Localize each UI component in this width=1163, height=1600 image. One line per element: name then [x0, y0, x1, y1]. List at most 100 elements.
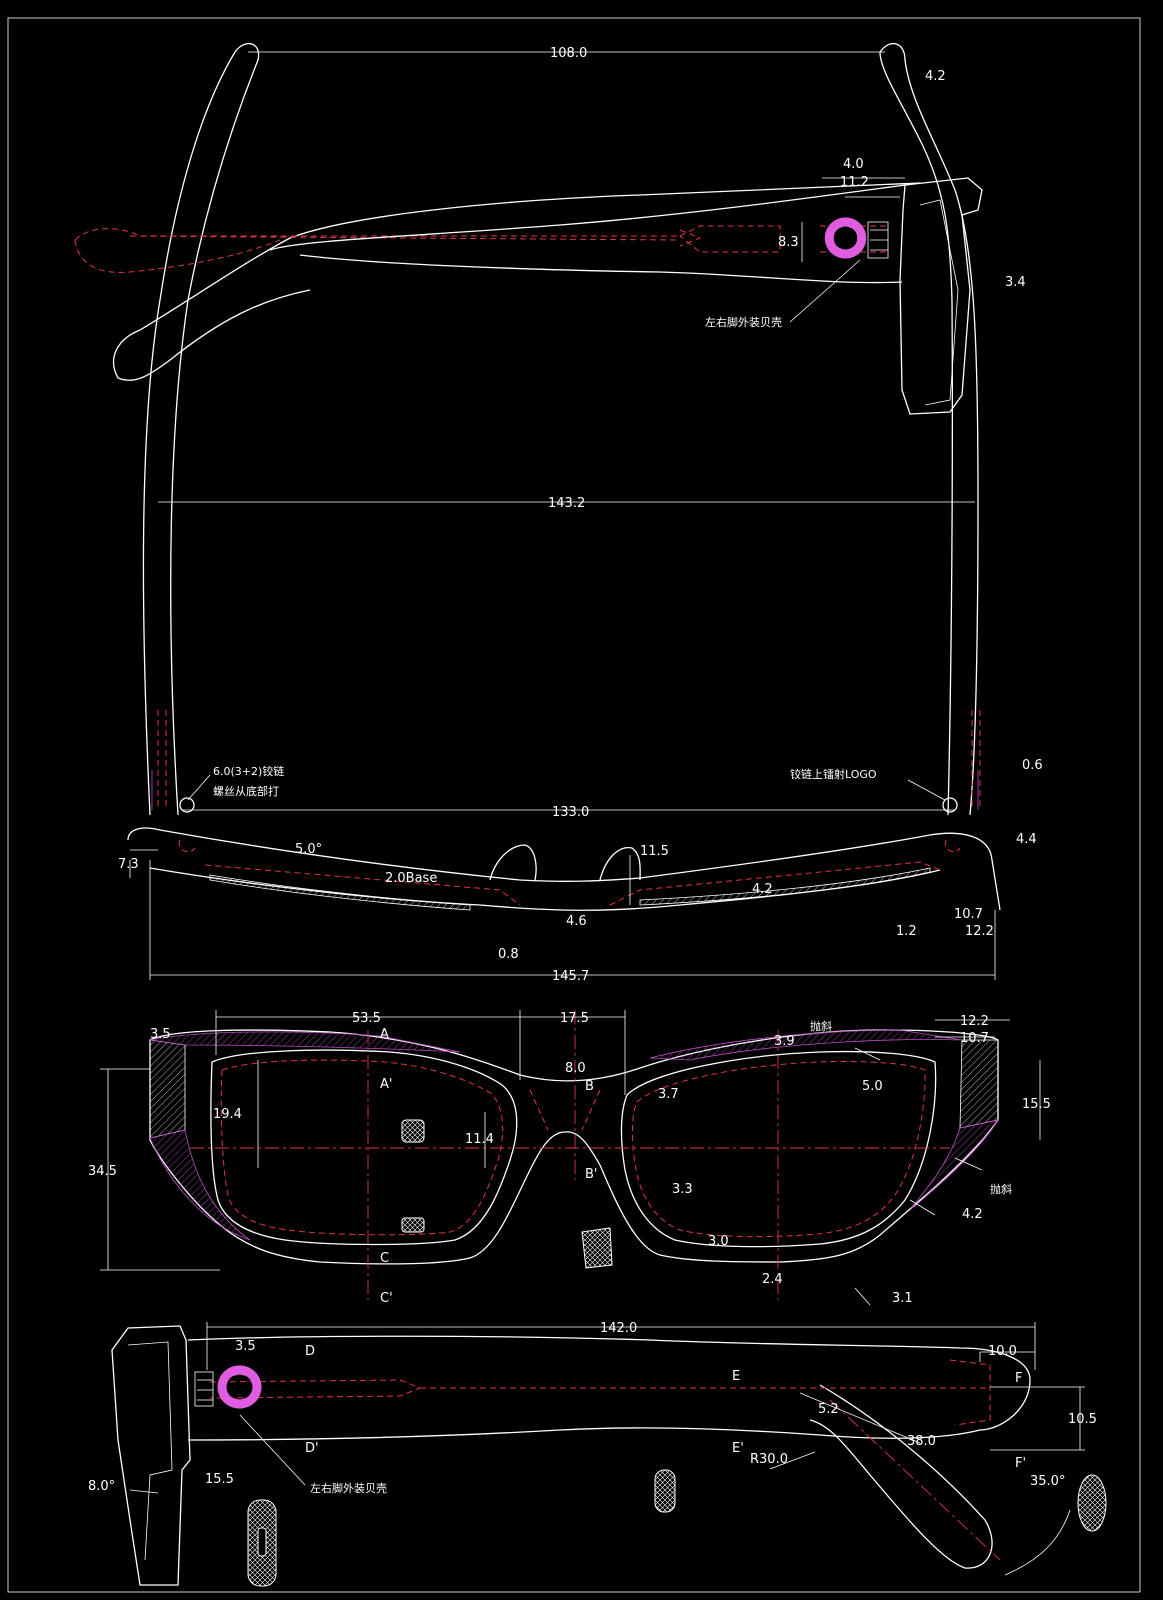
- dim-3-9: 3.9: [774, 1034, 795, 1049]
- dim-10-7: 10.7: [954, 907, 983, 922]
- dim-3-0: 3.0: [708, 1234, 729, 1249]
- dim-3-5-side: 3.5: [235, 1339, 256, 1354]
- dim-5-0-deg: 5.0°: [295, 842, 322, 857]
- note-bevel-side: 抛斜: [990, 1182, 1012, 1196]
- dim-10-0: 10.0: [988, 1344, 1017, 1359]
- section-b: [581, 1227, 613, 1269]
- dim-3-1: 3.1: [892, 1291, 913, 1306]
- note-hinge-left-1: 6.0(3+2)铰链: [213, 764, 284, 778]
- dim-0-8: 0.8: [498, 947, 519, 962]
- dim-3-4: 3.4: [1005, 275, 1026, 290]
- note-bevel-top: 抛斜: [810, 1019, 832, 1033]
- dim-5-0-front: 5.0: [862, 1079, 883, 1094]
- nose-pad-left: [489, 844, 537, 881]
- front-rim-top-view: [127, 827, 1001, 911]
- nose-pad-right: [599, 847, 641, 881]
- dim-38-0: 38.0: [907, 1434, 936, 1449]
- dim-4-0: 4.0: [843, 157, 864, 172]
- label-e-prime: E': [732, 1441, 744, 1456]
- dim-r30: R30.0: [750, 1452, 788, 1467]
- note-shell-side: 左右脚外装贝壳: [310, 1481, 387, 1495]
- dim-4-4: 4.4: [1016, 832, 1037, 847]
- dim-11-5: 11.5: [640, 844, 669, 859]
- dim-108: 108.0: [550, 46, 587, 61]
- label-f: F: [1015, 1371, 1022, 1386]
- section-a: [401, 1119, 425, 1143]
- dim-4-2-temple: 4.2: [925, 69, 946, 84]
- dim-133: 133.0: [552, 805, 589, 820]
- dim-7-3: 7.3: [118, 857, 139, 872]
- label-c-prime: C': [380, 1291, 393, 1306]
- dim-3-3: 3.3: [672, 1182, 693, 1197]
- dim-15-5-side: 15.5: [205, 1472, 234, 1487]
- side-view: [111, 1325, 1107, 1587]
- right-hinge-block: [899, 177, 983, 415]
- dim-10-7-front: 10.7: [960, 1031, 989, 1046]
- dim-8-0-deg: 8.0°: [88, 1479, 115, 1494]
- dim-8-3: 8.3: [778, 235, 799, 250]
- dim-8-0-front: 8.0: [565, 1061, 586, 1076]
- dim-145-7: 145.7: [552, 969, 589, 984]
- label-a: A: [380, 1027, 389, 1042]
- dim-4-6: 4.6: [566, 914, 587, 929]
- dim-2-0-base: 2.0Base: [385, 871, 437, 886]
- note-hinge-right: 铰链上镭射LOGO: [790, 767, 877, 781]
- label-b-prime: B': [585, 1167, 598, 1182]
- left-temple-outline: [142, 42, 260, 816]
- dim-35-deg: 35.0°: [1030, 1474, 1065, 1489]
- label-c: C: [380, 1251, 389, 1266]
- front-block-side: [111, 1325, 191, 1586]
- note-shell-top: 左右脚外装贝壳: [705, 315, 782, 329]
- right-temple-outline: [879, 42, 979, 816]
- cc-logo-top: [824, 217, 867, 259]
- hinge-screw-right: [942, 797, 958, 813]
- label-e: E: [732, 1369, 740, 1384]
- dim-142: 142.0: [600, 1321, 637, 1336]
- dim-5-2: 5.2: [818, 1402, 839, 1417]
- section-e: [654, 1469, 676, 1513]
- cc-logo-side: [217, 1365, 262, 1409]
- temple-side: [187, 1335, 1031, 1441]
- dim-1-2: 1.2: [896, 924, 917, 939]
- dim-12-2-front: 12.2: [960, 1014, 989, 1029]
- dim-4-2-front: 4.2: [752, 882, 773, 897]
- left-endpiece-hatch: [149, 1039, 186, 1139]
- top-view-labels: 108.0 4.2 4.0 11.2 8.3 3.4 左右脚外装贝壳 143.2…: [118, 46, 1043, 984]
- note-hinge-left-2: 螺丝从底部打: [213, 784, 279, 798]
- drawing-frame: [7, 17, 1141, 1593]
- dim-3-5-front: 3.5: [150, 1027, 171, 1042]
- dim-53-5: 53.5: [352, 1011, 381, 1026]
- dim-19-4: 19.4: [213, 1107, 242, 1122]
- right-lens: [620, 1050, 937, 1248]
- dim-2-4: 2.4: [762, 1272, 783, 1287]
- label-b: B: [585, 1079, 594, 1094]
- side-view-labels: 142.0 3.5 D 10.0 E F 5.2 10.5 38.0 D' E'…: [88, 1321, 1097, 1495]
- hinge-screw-left: [179, 797, 195, 813]
- dim-10-5: 10.5: [1068, 1412, 1097, 1427]
- dim-143-2: 143.2: [548, 496, 585, 511]
- dim-15-5-front: 15.5: [1022, 1097, 1051, 1112]
- dim-0-6: 0.6: [1022, 758, 1043, 773]
- dim-3-7: 3.7: [658, 1087, 679, 1102]
- leader-lines: [187, 259, 983, 1486]
- dim-11-4: 11.4: [465, 1132, 494, 1147]
- label-d-prime: D': [305, 1441, 319, 1456]
- section-c: [401, 1217, 425, 1233]
- label-f-prime: F': [1015, 1456, 1026, 1471]
- left-lens: [210, 1049, 518, 1246]
- label-a-prime: A': [380, 1077, 392, 1092]
- front-view: [149, 1010, 999, 1300]
- left-temple-folded-tip: [113, 182, 921, 379]
- temple-bent-tip: [809, 1384, 993, 1569]
- dimension-lines: [100, 51, 1085, 1576]
- top-view: [74, 42, 1001, 911]
- frame-front-outer: [149, 1029, 999, 1265]
- right-endpiece-hatch: [959, 1039, 999, 1129]
- dim-12-2: 12.2: [965, 924, 994, 939]
- dim-11-2: 11.2: [840, 175, 869, 190]
- dim-4-2-front-side: 4.2: [962, 1207, 983, 1222]
- label-d: D: [305, 1344, 315, 1359]
- front-view-labels: 3.5 53.5 17.5 12.2 10.7 3.9 抛斜 A A' 8.0 …: [88, 1011, 1051, 1306]
- dim-17-5: 17.5: [560, 1011, 589, 1026]
